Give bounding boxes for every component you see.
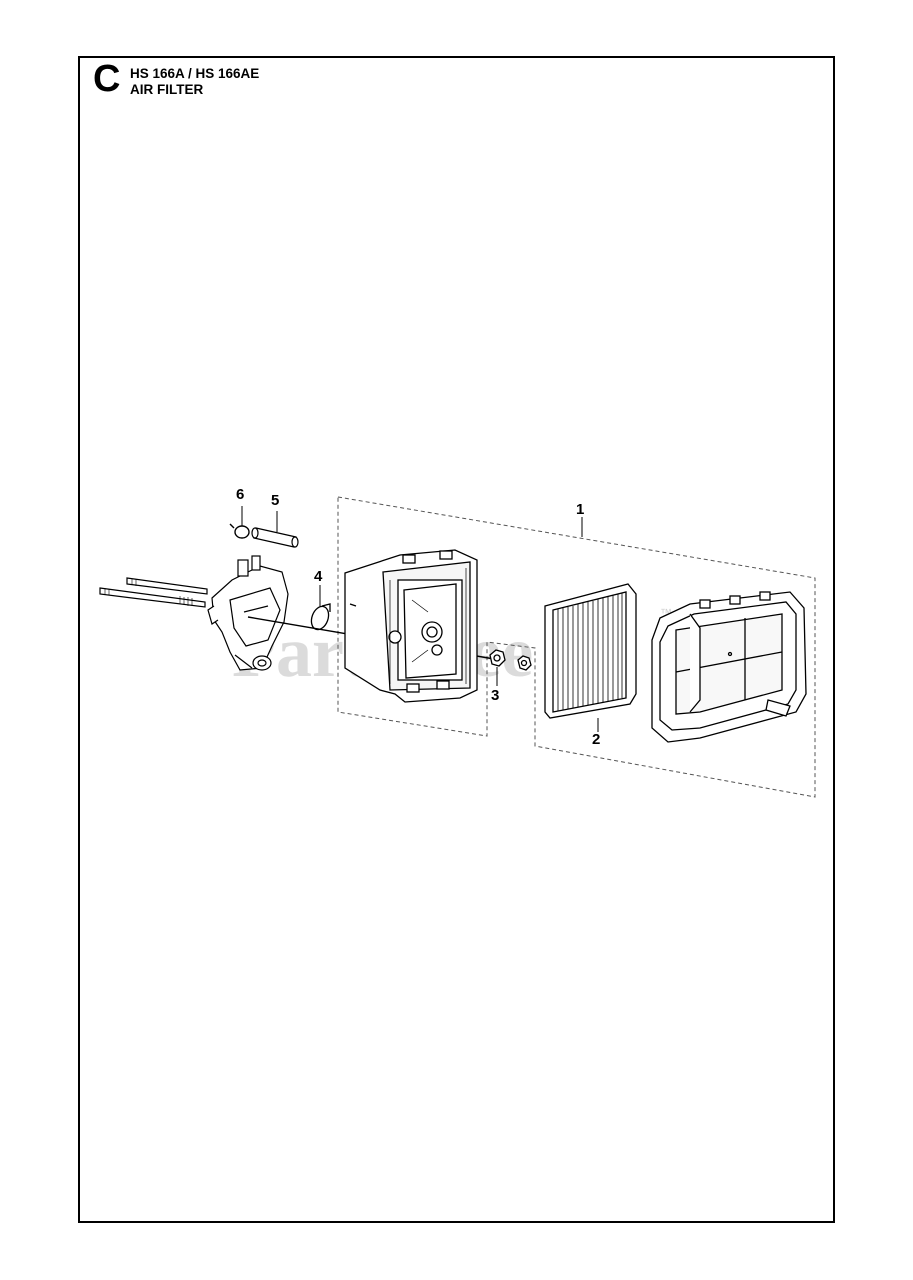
- air-filter-housing-base: [344, 549, 478, 703]
- filter-element-part-2: [544, 583, 637, 719]
- assembly-1-dashed-outline: [337, 496, 816, 798]
- callout-4: 4: [314, 568, 323, 585]
- air-filter-cover: [651, 591, 807, 743]
- callout-5: 5: [271, 492, 279, 509]
- callout-3: 3: [491, 687, 499, 704]
- callout-6: 6: [236, 486, 244, 503]
- callout-1: 1: [576, 501, 584, 518]
- section-letter: C: [93, 58, 121, 100]
- page-frame: [78, 56, 835, 1223]
- callout-leader-lines: [241, 506, 599, 732]
- callout-2: 2: [592, 731, 600, 748]
- model-line: HS 166A / HS 166AE: [130, 66, 260, 81]
- page-title: HS 166A / HS 166AE AIR FILTER: [130, 66, 259, 98]
- diagram-subtitle: AIR FILTER: [130, 82, 204, 97]
- hose-part-5: [251, 527, 299, 548]
- mounting-studs: [99, 577, 208, 608]
- nut-part-3: [489, 649, 532, 671]
- clamp-part-6: [229, 523, 250, 539]
